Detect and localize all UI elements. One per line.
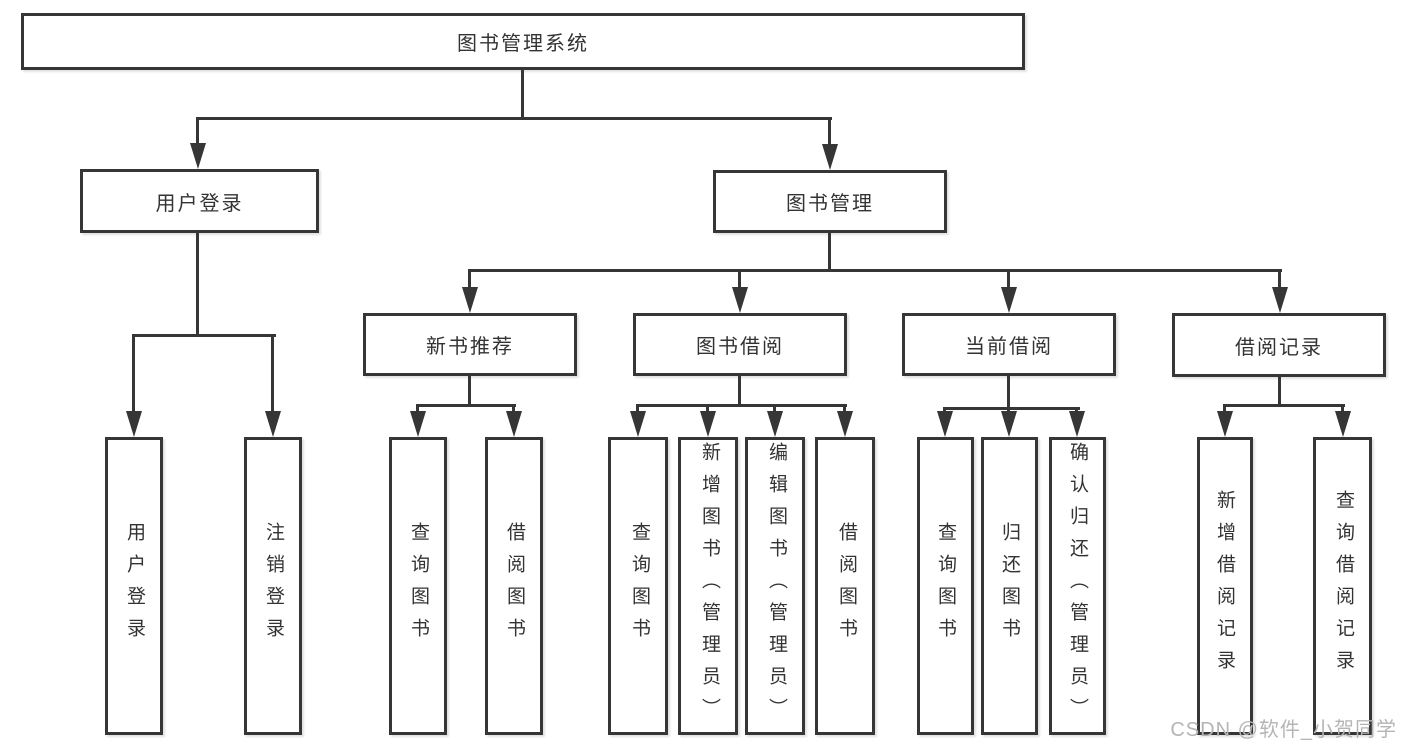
arrowhead-leaf-add-record (1217, 411, 1233, 437)
arrowhead-leaf-user-login (126, 411, 142, 437)
connector-records-stub (1278, 377, 1281, 407)
leaf-confirm-return-admin: 确认归还（管理员） (1049, 437, 1106, 735)
connector-l3-stem-2 (738, 269, 741, 291)
node-root: 图书管理系统 (21, 13, 1025, 70)
connector-user-login-stem-2 (271, 334, 274, 414)
arrowhead-leaf-edit-books (767, 411, 783, 437)
connector-book-borrow-stem-2 (706, 404, 709, 416)
node-book-borrowing: 图书借阅 (633, 313, 847, 376)
leaf-edit-books-admin: 编辑图书（管理员） (745, 437, 805, 735)
connector-new-book-stem-1 (416, 404, 419, 416)
leaf-add-borrow-record: 新增借阅记录 (1197, 437, 1253, 735)
connector-new-book-stem-2 (512, 404, 515, 416)
arrowhead-book-borrow (732, 287, 748, 313)
leaf-query-books-recommend: 查询图书 (389, 437, 447, 735)
node-borrowing-records: 借阅记录 (1172, 313, 1386, 377)
connector-book-borrow-stem-4 (843, 404, 846, 416)
arrowhead-current (1001, 287, 1017, 313)
connector-book-borrow-bar (636, 404, 847, 407)
arrowhead-leaf-query-recommend (410, 411, 426, 437)
node-new-book-recommend: 新书推荐 (363, 313, 577, 376)
node-current-borrowing: 当前借阅 (902, 313, 1116, 376)
arrowhead-leaf-borrow-recommend (506, 411, 522, 437)
connector-book-borrow-stem-1 (636, 404, 639, 416)
arrowhead-leaf-logout (265, 411, 281, 437)
connector-new-book-bar (416, 404, 516, 407)
connector-book-borrow-stem-3 (773, 404, 776, 416)
connector-root-stub (521, 70, 524, 119)
connector-current-stub (1007, 376, 1010, 409)
arrowhead-leaf-query-current (937, 411, 953, 437)
connector-user-login-bar (132, 334, 276, 337)
connector-l2-left-stem (196, 117, 199, 147)
connector-current-bar (943, 407, 1080, 410)
leaf-borrow-books-borrowing: 借阅图书 (815, 437, 875, 735)
arrowhead-leaf-query-record (1335, 411, 1351, 437)
connector-book-borrow-stub (738, 376, 741, 407)
connector-l3-bar (468, 269, 1282, 272)
arrowhead-leaf-confirm-return (1069, 411, 1085, 437)
connector-book-mgmt-stub (828, 233, 831, 272)
leaf-add-books-admin: 新增图书（管理员） (678, 437, 738, 735)
arrowhead-leaf-query-borrowing (630, 411, 646, 437)
connector-l2-right-stem (828, 117, 831, 147)
node-book-management: 图书管理 (713, 170, 947, 233)
leaf-borrow-books-recommend: 借阅图书 (485, 437, 543, 735)
arrowhead-leaf-add-books (700, 411, 716, 437)
connector-l3-stem-3 (1007, 269, 1010, 291)
connector-user-login-stem-1 (132, 334, 135, 414)
connector-l2-bar (197, 117, 832, 120)
connector-records-bar (1223, 404, 1345, 407)
connector-records-stem-2 (1341, 404, 1344, 416)
arrowhead-new-book (462, 287, 478, 313)
node-user-login: 用户登录 (80, 169, 319, 233)
leaf-return-books: 归还图书 (981, 437, 1038, 735)
arrowhead-book-mgmt (822, 144, 838, 170)
connector-l3-stem-1 (468, 269, 471, 291)
arrowhead-leaf-return-books (1001, 411, 1017, 437)
connector-new-book-stub (468, 376, 471, 407)
leaf-user-login: 用户登录 (105, 437, 163, 735)
arrowhead-leaf-borrow-borrowing (837, 411, 853, 437)
connector-user-login-stub (196, 233, 199, 337)
arrowhead-user-login (190, 143, 206, 169)
leaf-query-books-borrowing: 查询图书 (608, 437, 668, 735)
connector-l3-stem-4 (1278, 269, 1281, 291)
connector-records-stem-1 (1223, 404, 1226, 416)
leaf-query-borrow-record: 查询借阅记录 (1313, 437, 1372, 735)
csdn-watermark: CSDN @软件_小贺同学 (1170, 719, 1397, 741)
leaf-logout: 注销登录 (244, 437, 302, 735)
arrowhead-records (1272, 287, 1288, 313)
leaf-query-books-current: 查询图书 (917, 437, 974, 735)
